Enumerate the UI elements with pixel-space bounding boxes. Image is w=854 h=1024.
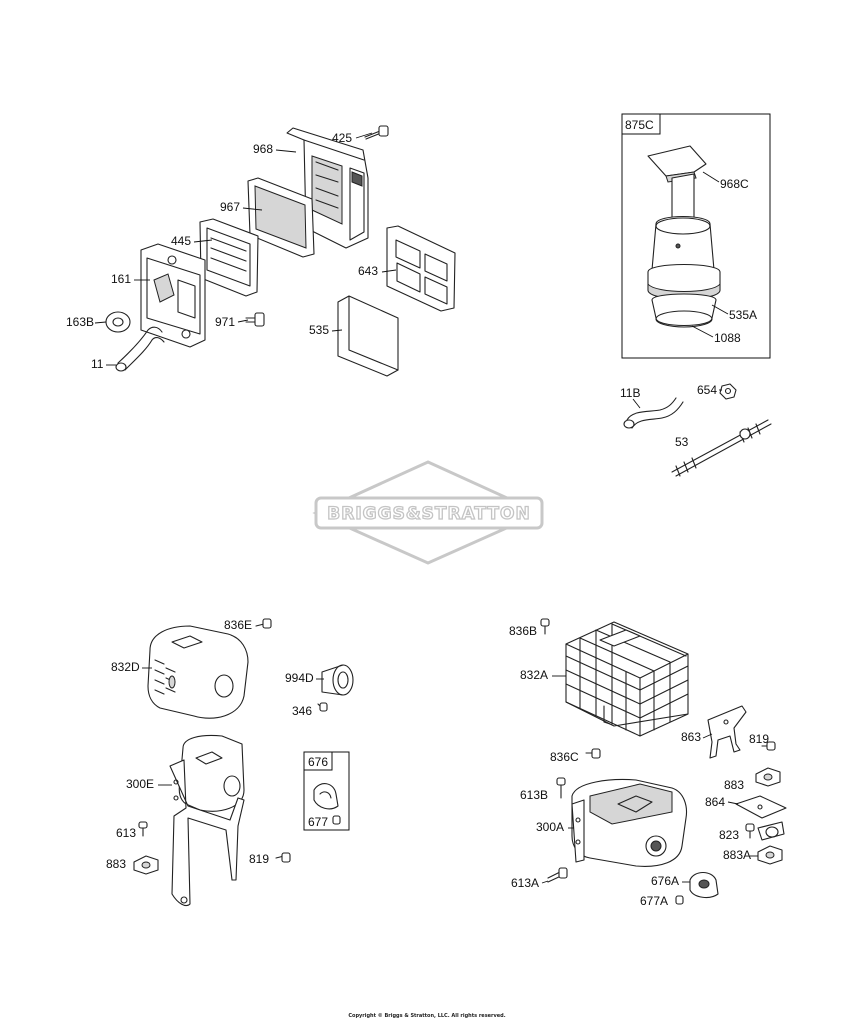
label-883A: 883A — [723, 848, 751, 862]
label-823: 823 — [719, 828, 739, 842]
part-967-foam-prefilter[interactable] — [247, 177, 315, 258]
label-group-top-left: 425 968 967 445 161 643 163B 971 535 11 — [66, 131, 397, 371]
part-613B-screw[interactable] — [556, 777, 566, 799]
label-613: 613 — [116, 826, 136, 840]
part-677A-screw[interactable] — [675, 895, 684, 905]
label-677A: 677A — [640, 894, 668, 908]
label-968: 968 — [253, 142, 273, 156]
label-1088: 1088 — [714, 331, 741, 345]
part-819-screw-right[interactable] — [761, 741, 776, 751]
label-883-left: 883 — [106, 857, 126, 871]
part-968C-air-inlet[interactable] — [647, 145, 707, 225]
label-836B: 836B — [509, 624, 537, 638]
part-425-screw[interactable] — [364, 125, 389, 140]
part-832A-wire-guard[interactable] — [565, 621, 689, 737]
label-163B: 163B — [66, 315, 94, 329]
part-863-bracket[interactable] — [707, 705, 747, 759]
briggs-stratton-watermark: BRIGGS&STRATTON — [312, 460, 544, 565]
label-group-bottom-left: 836E 832D 994D 346 300E 613 819 883 — [106, 618, 324, 871]
label-968C: 968C — [720, 177, 749, 191]
part-676-deflector[interactable] — [313, 783, 339, 810]
part-836B-screw[interactable] — [540, 618, 550, 635]
label-300E: 300E — [126, 777, 154, 791]
part-832D-muffler-guard[interactable] — [147, 625, 249, 719]
part-836E-screw[interactable] — [255, 618, 272, 629]
part-836C-screw[interactable] — [585, 748, 601, 759]
part-flange-fitting[interactable] — [757, 821, 785, 841]
part-643-filter-frame[interactable] — [386, 225, 456, 312]
part-677-screw[interactable] — [332, 815, 341, 825]
part-535-filter[interactable] — [337, 295, 399, 377]
label-346: 346 — [292, 704, 312, 718]
part-654-nut[interactable] — [719, 383, 737, 400]
label-300A: 300A — [536, 820, 564, 834]
part-11-breather-tube[interactable] — [115, 326, 165, 372]
watermark-text: BRIGGS&STRATTON — [327, 504, 530, 524]
label-677: 677 — [308, 815, 328, 829]
part-535A-cyclone-housing[interactable] — [647, 216, 721, 300]
part-300E-muffler[interactable] — [169, 734, 245, 907]
label-819-right: 819 — [749, 732, 769, 746]
part-613-screw[interactable] — [138, 821, 148, 837]
label-967: 967 — [220, 200, 240, 214]
kit-676-box[interactable]: 676 677 — [303, 751, 350, 831]
label-819-left: 819 — [249, 852, 269, 866]
part-819-screw-left[interactable] — [275, 852, 291, 863]
label-group-bottom-right: 836B 832A 863 819 836C 883 613B 864 300A… — [509, 624, 769, 908]
part-1088-filter-element[interactable] — [651, 293, 717, 328]
label-836C: 836C — [550, 750, 579, 764]
label-676: 676 — [308, 755, 328, 769]
part-994D-spark-arrestor[interactable] — [321, 664, 354, 696]
part-883-gasket-right[interactable] — [755, 767, 781, 787]
part-613A-screw[interactable] — [547, 867, 568, 883]
label-971: 971 — [215, 315, 235, 329]
label-group-top-right: 11B 654 53 — [620, 383, 722, 449]
label-445: 445 — [171, 234, 191, 248]
part-883A-gasket[interactable] — [757, 845, 783, 865]
label-994D: 994D — [285, 671, 314, 685]
part-676A-deflector[interactable] — [689, 871, 719, 899]
part-864-plate[interactable] — [735, 795, 787, 819]
label-863: 863 — [681, 730, 701, 744]
label-425: 425 — [332, 131, 352, 145]
label-535A: 535A — [729, 308, 757, 322]
label-864: 864 — [705, 795, 725, 809]
label-535: 535 — [309, 323, 329, 337]
label-836E: 836E — [224, 618, 252, 632]
label-53: 53 — [675, 435, 689, 449]
label-643: 643 — [358, 264, 378, 278]
part-161-air-cleaner-base[interactable] — [140, 243, 206, 348]
label-11B: 11B — [620, 386, 640, 400]
label-832D: 832D — [111, 660, 140, 674]
kit-875C-box[interactable]: 875C 968C 535A 1088 — [621, 113, 771, 359]
label-832A: 832A — [520, 668, 548, 682]
part-883-gasket-left[interactable] — [133, 855, 159, 875]
label-613B: 613B — [520, 788, 548, 802]
label-875C: 875C — [625, 118, 654, 132]
part-445-air-filter[interactable] — [199, 218, 259, 297]
part-53-stud[interactable] — [671, 419, 772, 477]
part-971-screw[interactable] — [245, 312, 265, 327]
part-346-screw[interactable] — [317, 702, 328, 712]
label-161: 161 — [111, 272, 131, 286]
label-883-right: 883 — [724, 778, 744, 792]
label-613A: 613A — [511, 876, 539, 890]
label-676A: 676A — [651, 874, 679, 888]
part-11B-breather-tube[interactable] — [623, 397, 684, 429]
part-823-screw[interactable] — [745, 823, 755, 839]
copyright-notice: Copyright © Briggs & Stratton, LLC. All … — [348, 1013, 506, 1019]
label-654: 654 — [697, 383, 717, 397]
part-163B-gasket[interactable] — [105, 311, 131, 333]
part-300A-muffler[interactable] — [571, 779, 688, 867]
label-11: 11 — [91, 357, 104, 371]
